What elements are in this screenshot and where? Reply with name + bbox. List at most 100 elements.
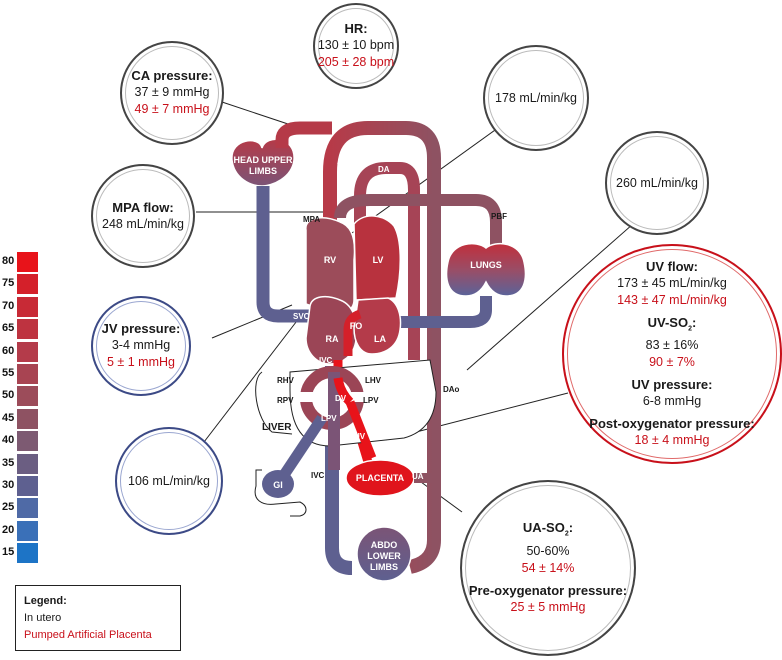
lungs-label: LUNGS <box>470 260 502 270</box>
ua-callout: UA-SO2: 50-60% 54 ± 14% Pre-oxygenator p… <box>460 480 636 656</box>
jv-pressure-callout: JV pressure: 3-4 mmHg 5 ± 1 mmHg <box>91 296 191 396</box>
scale-label: 65 <box>2 322 15 335</box>
scale-row: 20 <box>0 520 40 542</box>
fo-label: FO <box>349 321 363 331</box>
uv-flow-title: UV flow: <box>646 258 698 274</box>
uv-callout: UV flow: 173 ± 45 mL/min/kg 143 ± 47 mL/… <box>562 244 782 464</box>
jv-pumped: 5 ± 1 mmHg <box>107 355 175 369</box>
lv-label: LV <box>372 255 384 265</box>
mpa-flow-callout: MPA flow: 248 mL/min/kg <box>91 164 195 268</box>
scale-row: 65 <box>0 318 40 340</box>
post-oxygenator-pumped: 18 ± 4 mmHg <box>634 433 710 448</box>
da-flow-callout: 178 mL/min/kg <box>483 45 589 151</box>
scale-row: 55 <box>0 363 40 385</box>
jv-title: JV pressure: <box>101 321 181 336</box>
scale-label: 35 <box>2 456 15 469</box>
hr-pumped: 205 ± 28 bpm <box>317 55 395 69</box>
post-oxygenator-title: Post-oxygenator pressure: <box>589 416 755 432</box>
scale-label: 60 <box>2 344 15 357</box>
pbf-value: 260 mL/min/kg <box>616 175 698 190</box>
ca-in-utero: 37 ± 9 mmHg <box>134 85 210 99</box>
ua-so2-pumped: 54 ± 14% <box>521 560 575 575</box>
scale-swatch <box>17 363 38 384</box>
scale-swatch <box>17 543 38 564</box>
scale-label: 50 <box>2 389 15 402</box>
ivc-flow-value: 106 mL/min/kg <box>128 473 210 488</box>
label-rhv: RHV <box>277 376 294 385</box>
uv-flow-in-utero: 173 ± 45 mL/min/kg <box>617 275 727 290</box>
scale-row: 70 <box>0 296 40 318</box>
scale-row: 40 <box>0 430 40 452</box>
scale-row: 75 <box>0 273 40 295</box>
label-mpa: MPA <box>303 215 321 224</box>
label-lpv-lower: LPV <box>321 414 337 423</box>
scale-label: 20 <box>2 523 15 536</box>
placenta-label: PLACENTA <box>355 473 405 483</box>
scale-row: 35 <box>0 453 40 475</box>
scale-row: 60 <box>0 341 40 363</box>
scale-swatch <box>17 431 38 452</box>
scale-label: 45 <box>2 411 15 424</box>
label-da: DA <box>378 165 390 174</box>
scale-row: 80 <box>0 251 40 273</box>
scale-label: 75 <box>2 277 15 290</box>
label-liver: LIVER <box>262 422 292 433</box>
connector-lines <box>196 100 642 513</box>
label-pbf: PBF <box>491 212 507 221</box>
scale-swatch <box>17 408 38 429</box>
uv-so2-in-utero: 83 ± 16% <box>645 338 699 353</box>
hr-title: HR: <box>344 21 368 36</box>
head-upper-limbs-label: HEAD UPPER LIMBS <box>233 155 293 176</box>
rv-label: RV <box>323 255 337 265</box>
saturation-color-scale: 80 75 70 65 60 55 50 45 40 35 30 25 20 15 <box>0 251 40 564</box>
uv-so2-title: UV-SO2: <box>647 314 697 333</box>
ca-title: CA pressure: <box>131 68 213 83</box>
scale-row: 25 <box>0 497 40 519</box>
label-svc: SVC <box>293 312 310 321</box>
label-lhv: LHV <box>365 376 381 385</box>
ua-so2-title: UA-SO2: <box>522 520 574 538</box>
ivc-flow-callout: 106 mL/min/kg <box>115 427 223 535</box>
abdo-lower-limbs-label: ABDO LOWER LIMBS <box>367 540 401 572</box>
uv-pressure-title: UV pressure: <box>631 377 713 393</box>
legend-title: Legend: <box>24 595 67 607</box>
scale-row: 15 <box>0 542 40 564</box>
la-label: LA <box>374 334 386 344</box>
mpa-title: MPA flow: <box>112 199 174 215</box>
scale-label: 15 <box>2 546 15 559</box>
scale-swatch <box>17 386 38 407</box>
scale-swatch <box>17 453 38 474</box>
scale-swatch <box>17 498 38 519</box>
label-ivc-lower: IVC <box>311 471 325 480</box>
gi-label: GI <box>273 480 283 490</box>
scale-swatch <box>17 296 38 317</box>
label-lpv: LPV <box>363 396 379 405</box>
label-pv: PV <box>289 434 300 443</box>
label-dv: DV <box>335 394 347 403</box>
label-dao: DAo <box>443 385 460 394</box>
scale-label: 70 <box>2 299 15 312</box>
scale-swatch <box>17 475 38 496</box>
da-flow-value: 178 mL/min/kg <box>495 90 577 105</box>
scale-label: 30 <box>2 478 15 491</box>
scale-swatch <box>17 341 38 362</box>
ra-label: RA <box>325 334 339 344</box>
scale-swatch <box>17 252 38 272</box>
scale-swatch <box>17 520 38 541</box>
ua-so2-in-utero: 50-60% <box>526 543 570 558</box>
pre-oxygenator-pumped: 25 ± 5 mmHg <box>510 599 586 614</box>
hr-in-utero: 130 ± 10 bpm <box>317 38 395 52</box>
pbf-callout: 260 mL/min/kg <box>605 131 709 235</box>
uv-pressure-in-utero: 6-8 mmHg <box>642 394 702 409</box>
ca-pressure-callout: CA pressure: 37 ± 9 mmHg 49 ± 7 mmHg <box>120 41 224 145</box>
scale-row: 30 <box>0 475 40 497</box>
scale-label: 40 <box>2 434 15 447</box>
jv-in-utero: 3-4 mmHg <box>111 338 171 352</box>
legend-box: Legend: In utero Pumped Artificial Place… <box>15 585 181 651</box>
label-ua: UA <box>412 472 424 481</box>
uv-so2-pumped: 90 ± 7% <box>649 355 695 370</box>
scale-swatch <box>17 274 38 295</box>
uv-flow-pumped: 143 ± 47 mL/min/kg <box>617 292 727 307</box>
scale-label: 80 <box>2 255 15 267</box>
